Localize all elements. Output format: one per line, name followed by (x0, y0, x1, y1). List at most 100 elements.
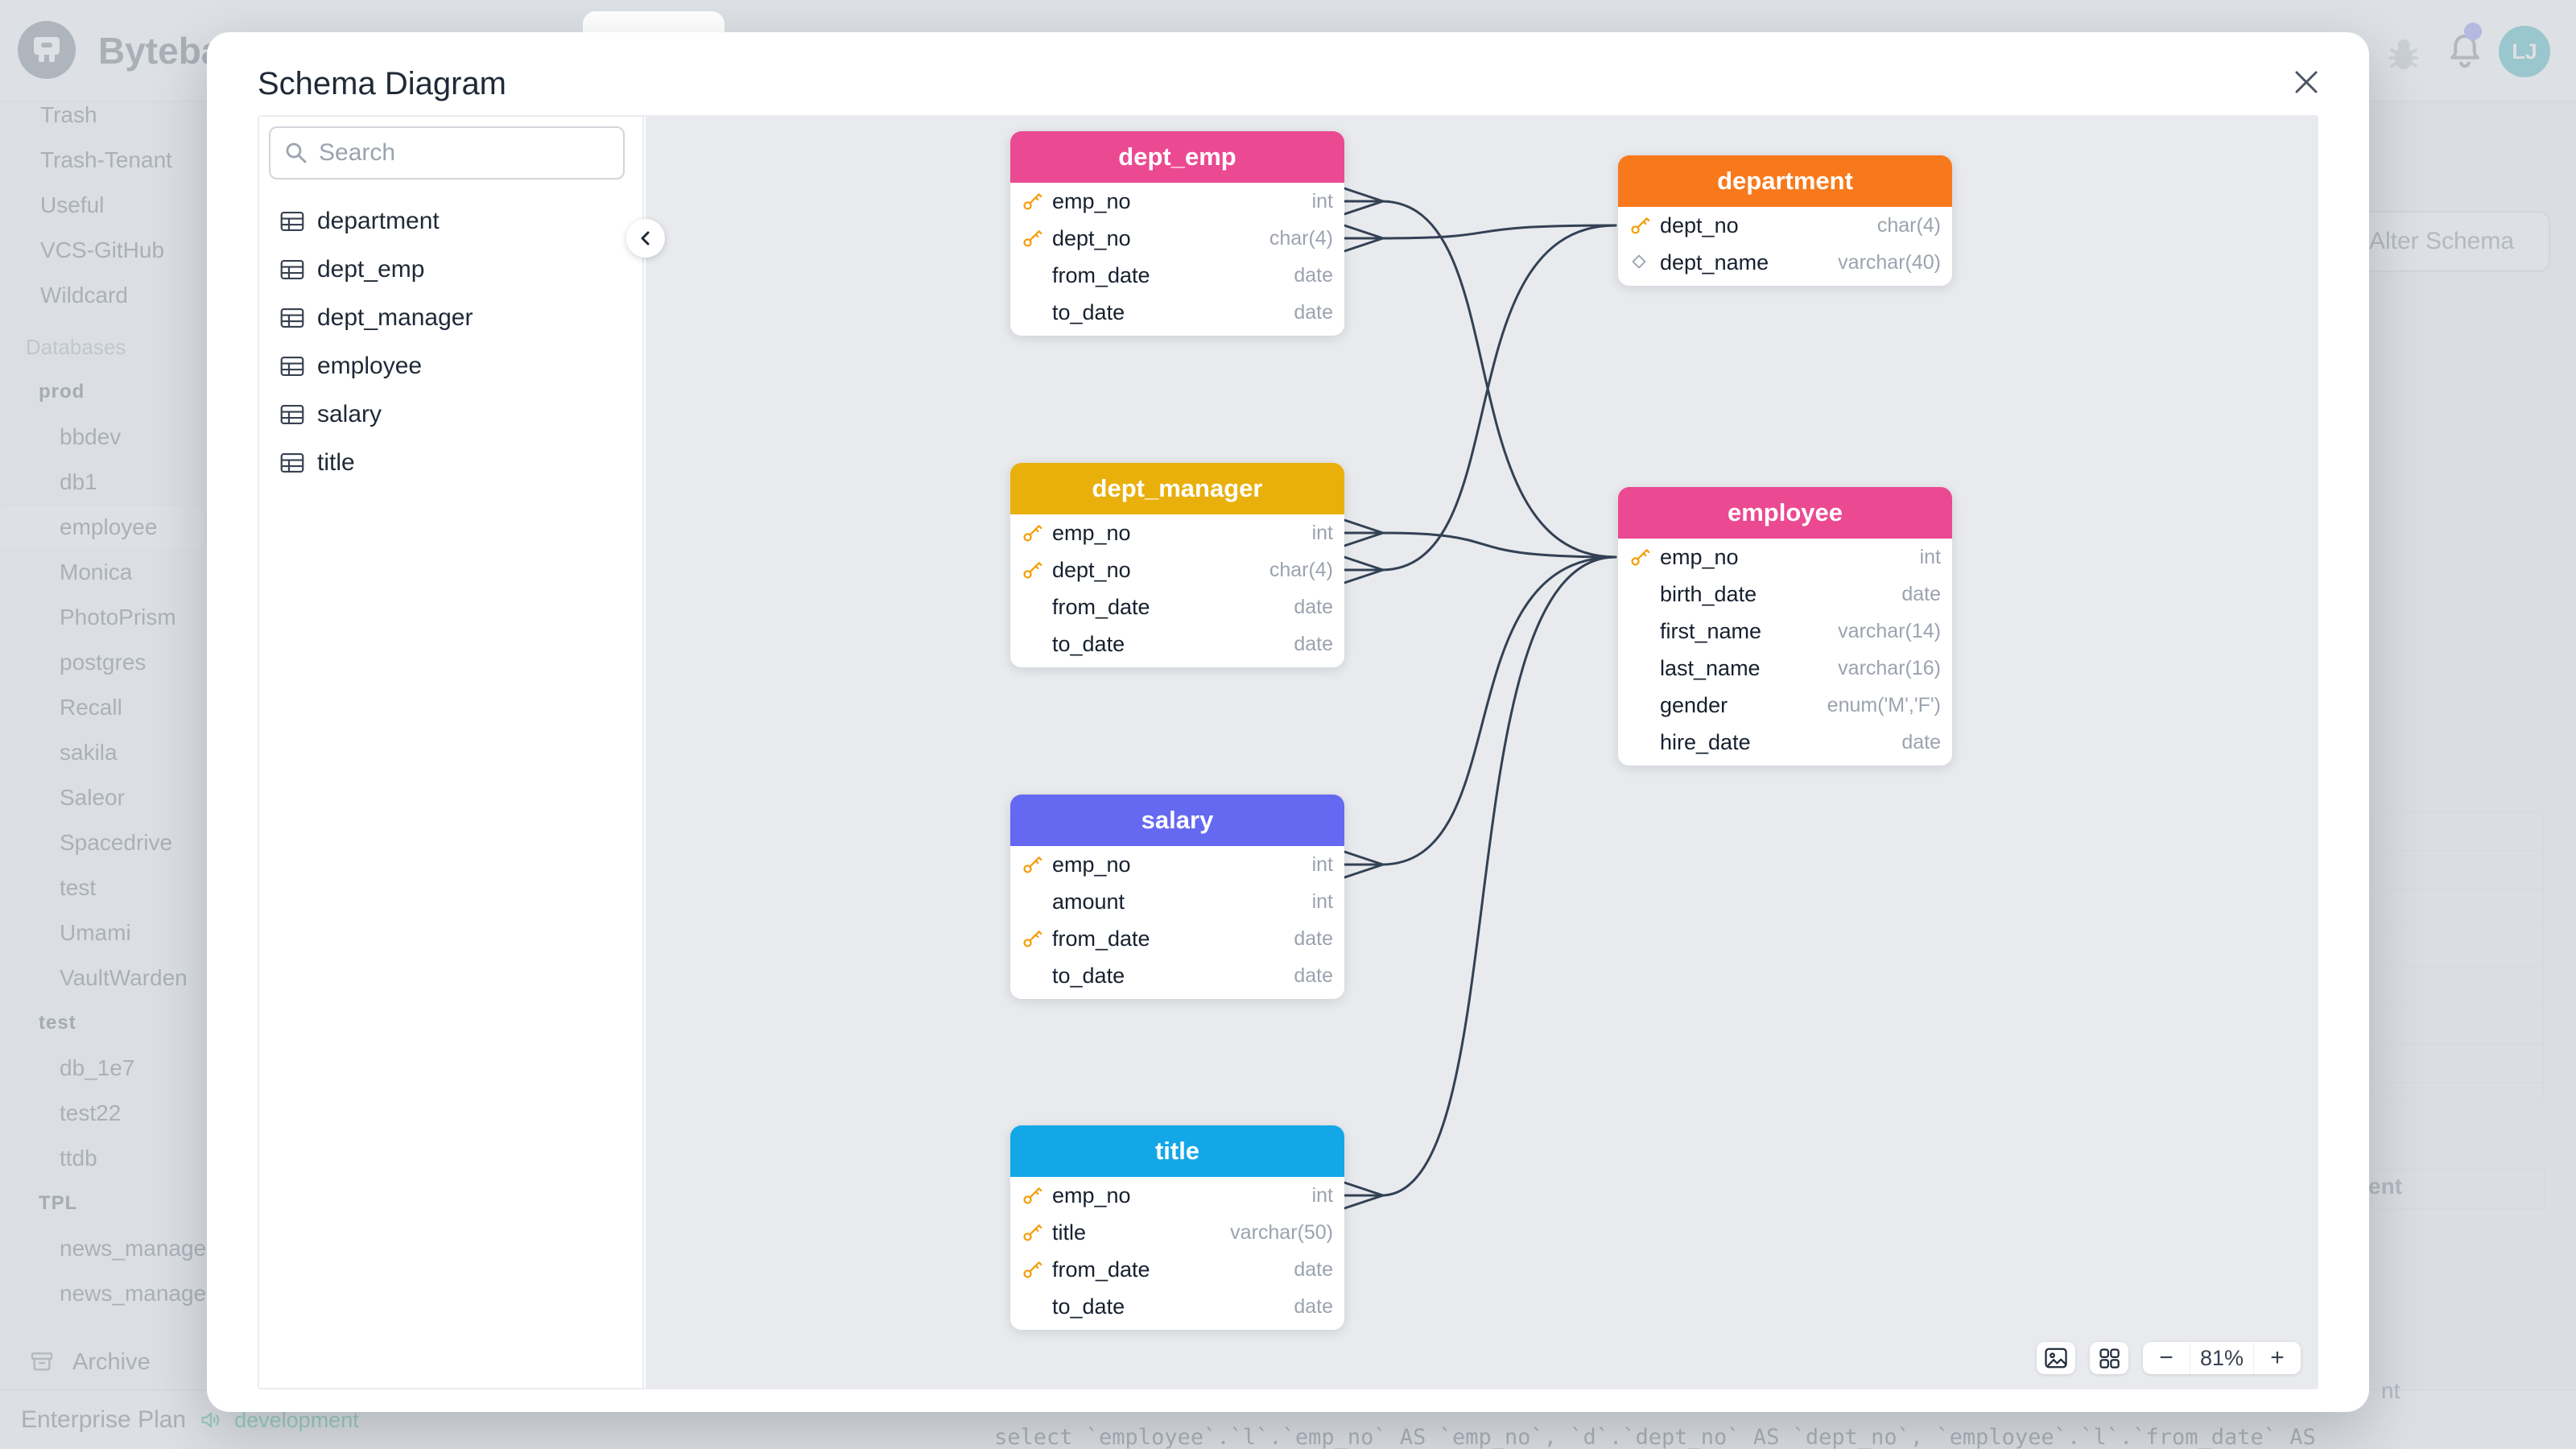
zoom-out-button[interactable]: − (2143, 1342, 2190, 1374)
table-icon (280, 356, 304, 377)
column-name: to_date (1052, 300, 1125, 324)
table-list-item-dept_emp[interactable]: dept_emp (269, 246, 631, 294)
primary-key-icon (1631, 217, 1650, 234)
chevron-left-icon (641, 231, 650, 246)
relationship-edges (1343, 187, 1617, 1210)
primary-key-icon (1023, 193, 1042, 210)
node-title: title (1010, 1125, 1344, 1177)
column-row-amount: amount int (1010, 883, 1344, 920)
close-icon[interactable] (2289, 64, 2324, 100)
image-icon (2045, 1348, 2067, 1368)
column-name: title (1052, 1220, 1087, 1245)
schema-node-department[interactable]: department dept_no char(4) dept_name varchar… (1618, 155, 1952, 286)
column-type: date (1294, 964, 1333, 987)
column-type: date (1294, 927, 1333, 950)
table-list: department dept_emp dept_manager employee sa… (269, 197, 631, 487)
node-title: dept_manager (1010, 463, 1344, 514)
node-title: department (1618, 155, 1952, 207)
column-type: char(4) (1269, 227, 1333, 250)
column-name: emp_no (1660, 545, 1739, 569)
column-type: varchar(50) (1230, 1221, 1333, 1244)
table-list-label: employee (317, 353, 423, 379)
column-name: emp_no (1052, 852, 1131, 877)
primary-key-icon (1023, 931, 1042, 947)
column-name: gender (1660, 693, 1728, 717)
table-list-label: title (317, 449, 355, 476)
export-image-button[interactable] (2037, 1342, 2075, 1374)
primary-key-icon (1023, 1261, 1042, 1278)
column-name: from_date (1052, 595, 1150, 619)
table-list-item-department[interactable]: department (269, 197, 631, 246)
primary-key-icon (1023, 1224, 1042, 1241)
column-type: date (1901, 583, 1941, 605)
column-row-dept_name: dept_name varchar(40) (1618, 244, 1952, 281)
search-icon (286, 142, 307, 163)
table-list-panel: department dept_emp dept_manager employee sa… (259, 117, 644, 1388)
grid-icon (2099, 1348, 2120, 1368)
column-row-emp_no: emp_no int (1010, 183, 1344, 220)
table-list-item-salary[interactable]: salary (269, 390, 631, 439)
column-type: date (1901, 731, 1941, 753)
column-name: from_date (1052, 927, 1150, 951)
table-icon (280, 308, 304, 328)
fit-layout-button[interactable] (2090, 1342, 2128, 1374)
column-type: char(4) (1269, 559, 1333, 581)
column-type: char(4) (1876, 214, 1941, 237)
primary-key-icon (1023, 1187, 1042, 1204)
column-name: dept_name (1660, 250, 1769, 275)
primary-key-icon (1023, 857, 1042, 873)
column-type: int (1311, 853, 1333, 876)
column-type: date (1294, 1295, 1333, 1318)
node-title: salary (1010, 795, 1344, 846)
column-type: varchar(40) (1838, 251, 1941, 274)
primary-key-icon (1023, 230, 1042, 247)
column-type: varchar(14) (1838, 620, 1941, 642)
column-name: dept_no (1660, 213, 1739, 237)
primary-key-icon (1631, 549, 1650, 566)
column-type: varchar(16) (1838, 657, 1941, 679)
column-name: dept_no (1052, 226, 1131, 250)
zoom-level: 81% (2190, 1342, 2254, 1374)
column-name: emp_no (1052, 189, 1131, 213)
column-name: amount (1052, 890, 1125, 914)
collapse-panel-button[interactable] (626, 219, 665, 258)
page-title: Schema Diagram (258, 66, 507, 101)
table-icon (280, 211, 304, 232)
primary-key-icon (1023, 562, 1042, 579)
column-type: enum('M','F') (1827, 694, 1941, 716)
search-input[interactable] (317, 138, 594, 167)
column-row-emp_no: emp_no int (1010, 846, 1344, 883)
column-row-dept_no: dept_no char(4) (1618, 207, 1952, 244)
column-type: int (1311, 890, 1333, 913)
table-list-item-dept_manager[interactable]: dept_manager (269, 294, 631, 342)
table-list-item-title[interactable]: title (269, 439, 631, 487)
search-box[interactable] (269, 126, 625, 180)
column-type: int (1311, 1184, 1333, 1207)
zoom-control: − 81% + (2143, 1342, 2301, 1374)
table-list-label: dept_emp (317, 256, 425, 283)
index-diamond-icon (1632, 254, 1646, 269)
table-list-label: salary (317, 401, 382, 427)
column-row-title: title varchar(50) (1010, 1214, 1344, 1251)
column-type: int (1311, 190, 1333, 213)
table-list-label: dept_manager (317, 304, 473, 331)
column-name: from_date (1052, 263, 1150, 287)
table-list-item-employee[interactable]: employee (269, 342, 631, 390)
column-row-gender: gender enum('M','F') (1618, 687, 1952, 724)
zoom-in-button[interactable]: + (2254, 1342, 2301, 1374)
